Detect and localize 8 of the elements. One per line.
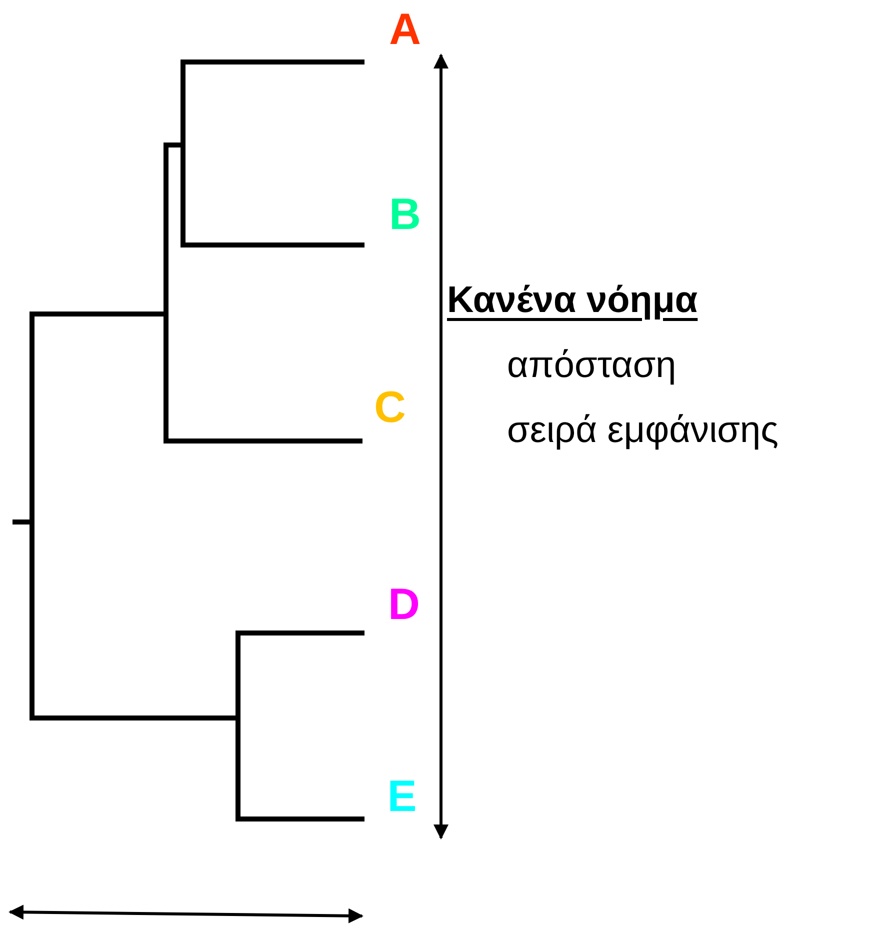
leaf-label: D (388, 583, 420, 627)
note-text: σειρά εμφάνισης (507, 410, 778, 451)
note-text: απόσταση (507, 345, 676, 386)
leaf-label: B (389, 193, 421, 237)
heading: Κανένα νόημα (447, 280, 698, 321)
leaf-label: C (374, 386, 406, 430)
leaf-label: E (387, 775, 417, 819)
leaf-label: A (389, 8, 421, 52)
